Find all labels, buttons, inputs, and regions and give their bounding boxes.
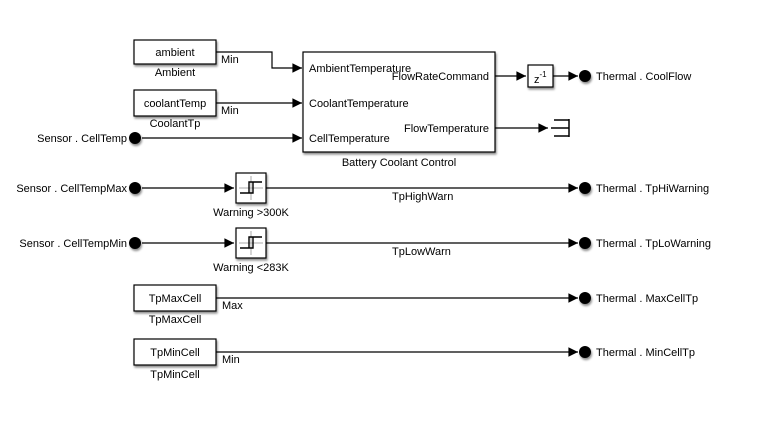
signal-label-coolant-min: Min <box>221 105 239 117</box>
outport-dot-tplowarning[interactable] <box>579 237 591 249</box>
outport-dot-maxcelltp[interactable] <box>579 292 591 304</box>
terminator-icon[interactable] <box>551 119 570 137</box>
outport-dot-mincelltp[interactable] <box>579 346 591 358</box>
signal-label-ambient-min: Min <box>221 54 239 66</box>
constant-block-ambient[interactable]: ambient <box>133 39 217 65</box>
inport-label-sensor-celltempmax: Sensor . CellTempMax <box>16 183 127 195</box>
constant-block-tpmaxcell[interactable]: TpMaxCell <box>133 284 217 312</box>
outport-dot-tphiwarning[interactable] <box>579 182 591 194</box>
constant-block-tpmincell-text: TpMinCell <box>150 347 200 359</box>
inport-label-sensor-celltempmin: Sensor . CellTempMin <box>19 238 127 250</box>
relay-block-low[interactable] <box>235 227 267 259</box>
subsystem-inport-label-cell: CellTemperature <box>309 133 390 145</box>
inport-dot-sensor-celltempmin[interactable] <box>129 237 141 249</box>
signal-label-max: Max <box>222 300 243 312</box>
subsystem-inport-label-ambient: AmbientTemperature <box>309 63 411 75</box>
signal-name-tplowwarn: TpLowWarn <box>392 246 451 258</box>
constant-block-coolanttemp[interactable]: coolantTemp <box>133 89 217 117</box>
constant-block-tpmaxcell-text: TpMaxCell <box>149 293 202 305</box>
wire-ambient-to-subsystem[interactable] <box>216 51 302 73</box>
relay-high-name-label: Warning >300K <box>213 207 289 219</box>
inport-label-sensor-celltemp: Sensor . CellTemp <box>37 133 127 145</box>
constant-block-tpmincell-name: TpMinCell <box>150 369 200 381</box>
constant-block-tpmincell[interactable]: TpMinCell <box>133 338 217 366</box>
subsystem-outport-label-flowtemp: FlowTemperature <box>404 123 489 135</box>
signal-name-tphighwarn: TpHighWarn <box>392 191 453 203</box>
inport-dot-sensor-celltempmax[interactable] <box>129 182 141 194</box>
constant-block-coolanttemp-name: CoolantTp <box>150 118 201 130</box>
relay-low-name-label: Warning <283K <box>213 262 289 274</box>
unit-delay-text: z-1 <box>534 70 547 86</box>
subsystem-battery-coolant-control[interactable]: AmbientTemperature CoolantTemperature Ce… <box>302 51 496 153</box>
subsystem-name-label: Battery Coolant Control <box>342 157 456 169</box>
constant-block-tpmaxcell-name: TpMaxCell <box>149 314 202 326</box>
subsystem-outport-label-flowrate: FlowRateCommand <box>392 71 489 83</box>
outport-label-tplowarning: Thermal . TpLoWarning <box>596 238 711 250</box>
constant-block-coolanttemp-text: coolantTemp <box>144 98 206 110</box>
outport-label-tphiwarning: Thermal . TpHiWarning <box>596 183 709 195</box>
signal-label-min: Min <box>222 354 240 366</box>
subsystem-inport-label-coolant: CoolantTemperature <box>309 98 409 110</box>
constant-block-ambient-name: Ambient <box>155 67 195 79</box>
outport-label-coolflow: Thermal . CoolFlow <box>596 71 691 83</box>
unit-delay-block[interactable]: z-1 <box>527 64 554 88</box>
relay-block-high[interactable] <box>235 172 267 204</box>
constant-block-ambient-text: ambient <box>155 47 194 59</box>
outport-dot-coolflow[interactable] <box>579 70 591 82</box>
outport-label-maxcelltp: Thermal . MaxCellTp <box>596 293 698 305</box>
inport-dot-sensor-celltemp[interactable] <box>129 132 141 144</box>
outport-label-mincelltp: Thermal . MinCellTp <box>596 347 695 359</box>
